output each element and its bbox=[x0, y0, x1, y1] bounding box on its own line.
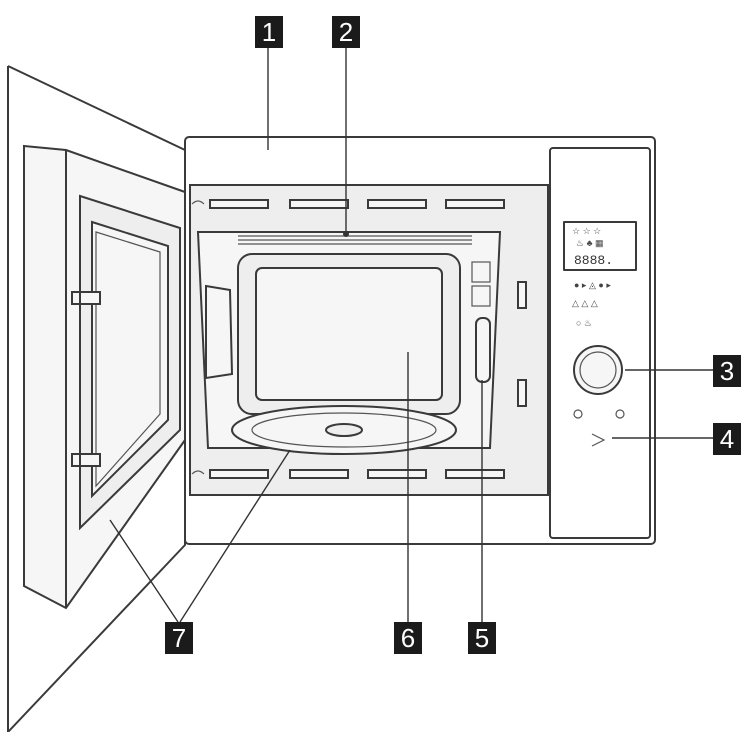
svg-text:3: 3 bbox=[720, 356, 734, 386]
door-release-button[interactable] bbox=[591, 433, 606, 447]
leader-lines bbox=[109, 48, 713, 623]
callout-4: 4 bbox=[713, 423, 741, 455]
grill-element bbox=[238, 231, 472, 245]
display-screen bbox=[563, 221, 637, 271]
control-knob[interactable] bbox=[573, 345, 623, 395]
callout-3: 3 bbox=[713, 355, 741, 387]
svg-text:5: 5 bbox=[475, 623, 489, 653]
turntable-hub bbox=[325, 423, 363, 437]
function-button-row-2[interactable]: ○ ♨ bbox=[576, 318, 592, 328]
door-latch-lower bbox=[71, 453, 101, 467]
svg-text:7: 7 bbox=[172, 623, 186, 653]
frame-slot-lower bbox=[517, 379, 527, 407]
right-wall-grille bbox=[471, 261, 491, 307]
callout-6: 6 bbox=[394, 622, 422, 654]
stop-button[interactable] bbox=[573, 409, 583, 419]
callout-5: 5 bbox=[468, 622, 496, 654]
waveguide-cover bbox=[475, 317, 491, 383]
svg-text:1: 1 bbox=[262, 17, 276, 47]
door-latch-upper bbox=[71, 291, 101, 305]
top-vent-slots bbox=[191, 199, 505, 209]
left-wall-panel bbox=[205, 284, 234, 380]
callout-7: 7 bbox=[165, 622, 193, 654]
svg-text:6: 6 bbox=[401, 623, 415, 653]
open-door bbox=[23, 144, 186, 610]
bottom-vent-slots bbox=[191, 469, 505, 479]
frame-slot-upper bbox=[517, 281, 527, 309]
function-button-row-1[interactable]: △ △ △ bbox=[572, 298, 598, 308]
display-digits: 8888. bbox=[574, 253, 613, 268]
start-button[interactable] bbox=[615, 409, 625, 419]
control-panel: ☆ ☆ ☆ ♨ ♣ ▦ 8888. ● ▸ ◬ ● ▸ △ △ △ ○ ♨ bbox=[549, 147, 651, 539]
svg-text:2: 2 bbox=[339, 17, 353, 47]
display-icon-row-1: ☆ ☆ ☆ bbox=[572, 226, 601, 236]
display-icon-row-2: ♨ ♣ ▦ bbox=[576, 238, 603, 248]
callout-2: 2 bbox=[332, 16, 360, 48]
callout-1: 1 bbox=[255, 16, 283, 48]
oven-cavity bbox=[196, 231, 502, 455]
indicator-row: ● ▸ ◬ ● ▸ bbox=[574, 280, 611, 290]
svg-text:4: 4 bbox=[720, 424, 734, 454]
